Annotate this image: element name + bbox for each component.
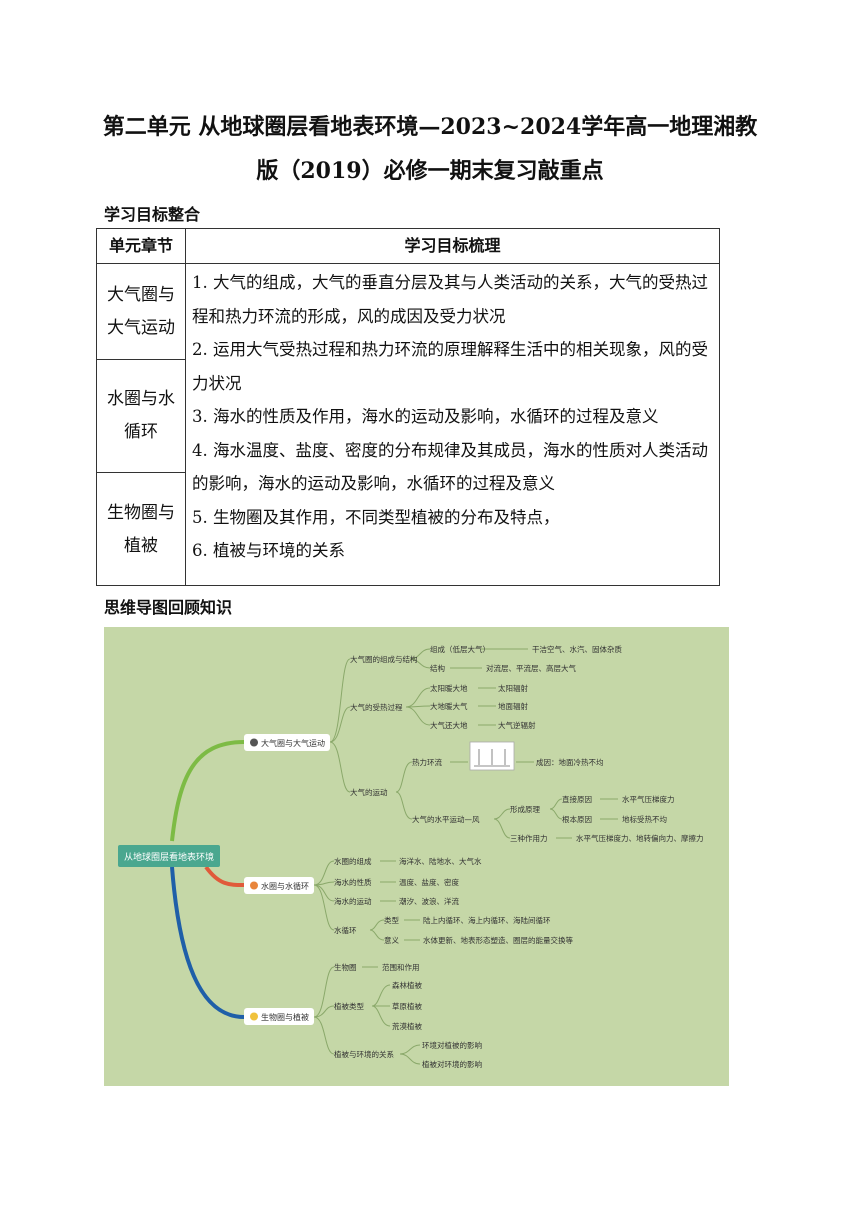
node-label: 生物圈与植被 [261, 1012, 309, 1022]
node-label: 水体更新、地表形态塑造、圈层的能量交换等 [423, 935, 573, 945]
node-label: 水平气压梯度力 [622, 794, 675, 804]
goals-list: 1. 大气的组成，大气的垂直分层及其与人类活动的关系，大气的受热过程和热力环流的… [192, 266, 714, 568]
node-label: 温度、盐度、密度 [399, 877, 459, 887]
chapter-cell-atmosphere: 大气圈与 大气运动 [97, 279, 185, 345]
goal-item: 3. 海水的性质及作用，海水的运动及影响，水循环的过程及意义 [192, 400, 714, 434]
document-title-line1: 第二单元 从地球圈层看地表环境—2023~2024学年高一地理湘教 [96, 113, 764, 141]
chapter-label: 生物圈与 [97, 497, 185, 530]
node-label: 生物圈 [334, 962, 357, 972]
mind-map: 从地球圈层看地表环境 大气圈与大气运动 水圈与水循环 生物圈与植被 [104, 627, 729, 1086]
node-label: 荒漠植被 [392, 1021, 422, 1031]
node-label: 水圈的组成 [334, 856, 372, 866]
node-label: 大地暖大气 [430, 701, 468, 711]
document-title-line2: 版（2019）必修一期末复习敲重点 [96, 157, 764, 185]
bullet-icon [250, 882, 258, 890]
chapter-label: 大气运动 [97, 312, 185, 345]
node-label: 太阳暖大地 [430, 683, 468, 693]
table-header-chapter: 单元章节 [97, 229, 185, 263]
goal-item: 5. 生物圈及其作用，不同类型植被的分布及特点， [192, 501, 714, 535]
node-label: 地面辐射 [498, 701, 528, 711]
node-label: 大气圈与大气运动 [261, 738, 325, 748]
branch-line [206, 867, 244, 885]
mindmap-root-label: 从地球圈层看地表环境 [124, 851, 214, 863]
node-label: 植被对环境的影响 [422, 1059, 482, 1069]
node-label: 大气的水平运动—风 [412, 814, 480, 824]
bullet-icon [250, 739, 258, 747]
goal-item: 1. 大气的组成，大气的垂直分层及其与人类活动的关系，大气的受热过程和热力环流的… [192, 266, 714, 333]
node-label: 地标受热不均 [622, 814, 667, 824]
table-divider [97, 359, 185, 360]
node-label: 大气还大地 [430, 720, 468, 730]
table-divider [185, 229, 186, 585]
node-label: 类型 [384, 915, 399, 925]
node-label: 海洋水、陆地水、大气水 [399, 856, 482, 866]
node-label: 结构 [430, 663, 445, 673]
node-label: 环境对植被的影响 [422, 1040, 482, 1050]
chapter-cell-biosphere: 生物圈与 植被 [97, 497, 185, 563]
branch-line [172, 867, 244, 1017]
goal-item: 4. 海水温度、盐度、密度的分布规律及其成员，海水的性质对人类活动的影响，海水的… [192, 434, 714, 501]
node-label: 组成（低层大气） [430, 644, 490, 654]
chapter-label: 大气圈与 [97, 279, 185, 312]
table-header-goals: 学习目标梳理 [186, 229, 719, 263]
chapter-label: 循环 [97, 416, 185, 449]
bullet-icon [250, 1013, 258, 1021]
node-label: 海水的性质 [334, 877, 372, 887]
node-label: 范围和作用 [382, 962, 420, 972]
goal-item: 2. 运用大气受热过程和热力环流的原理解释生活中的相关现象，风的受力状况 [192, 333, 714, 400]
chapter-label: 水圈与水 [97, 383, 185, 416]
diagram-arrows [474, 749, 510, 766]
node-label: 直接原因 [562, 794, 592, 804]
section-heading-mindmap: 思维导图回顾知识 [104, 594, 232, 618]
node-label: 海水的运动 [334, 896, 372, 906]
node-label: 草原植被 [392, 1001, 422, 1011]
node-label: 大气逆辐射 [498, 720, 536, 730]
node-label: 三种作用力 [510, 833, 548, 843]
goal-item: 6. 植被与环境的关系 [192, 534, 714, 568]
node-label: 森林植被 [392, 980, 422, 990]
node-label: 根本原因 [562, 814, 592, 824]
section-heading-goals: 学习目标整合 [104, 201, 200, 225]
table-divider [97, 472, 185, 473]
node-label: 水圈与水循环 [261, 881, 309, 891]
node-label: 大气圈的组成与结构 [350, 654, 418, 664]
node-label: 成因：地面冷热不均 [536, 757, 604, 767]
node-label: 水循环 [334, 925, 357, 935]
chapter-cell-hydrosphere: 水圈与水 循环 [97, 383, 185, 449]
node-label: 陆上内循环、海上内循环、海陆间循环 [423, 915, 551, 925]
branch-line [172, 742, 244, 841]
goals-table: 单元章节 学习目标梳理 大气圈与 大气运动 水圈与水 循环 生物圈与 植被 1.… [96, 228, 720, 586]
node-label: 大气的运动 [350, 787, 388, 797]
node-label: 大气的受热过程 [350, 702, 403, 712]
node-label: 热力环流 [412, 757, 442, 767]
node-label: 意义 [384, 935, 399, 945]
node-label: 潮汐、波浪、洋流 [399, 896, 459, 906]
node-label: 太阳辐射 [498, 683, 528, 693]
chapter-label: 植被 [97, 530, 185, 563]
node-label: 干洁空气、水汽、固体杂质 [532, 644, 622, 654]
node-label: 形成原理 [510, 804, 540, 814]
node-label: 植被与环境的关系 [334, 1049, 394, 1059]
node-label: 水平气压梯度力、地转偏向力、摩擦力 [576, 833, 704, 843]
node-label: 对流层、平流层、高层大气 [486, 663, 576, 673]
table-divider [97, 263, 719, 264]
node-label: 植被类型 [334, 1001, 364, 1011]
